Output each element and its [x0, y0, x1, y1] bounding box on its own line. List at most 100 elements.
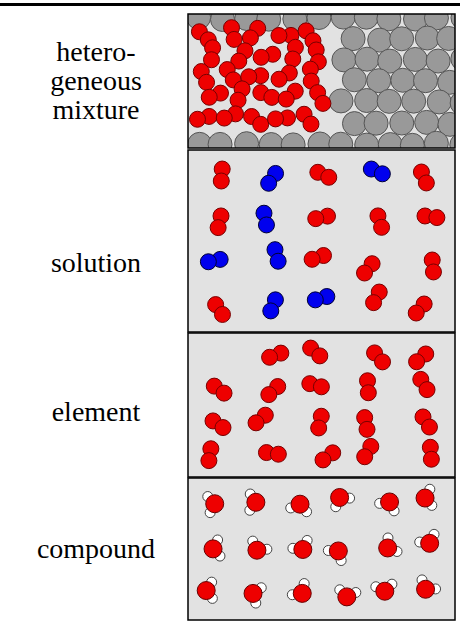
atom — [418, 175, 434, 191]
grey-particle — [355, 47, 379, 71]
grey-particle — [414, 69, 438, 93]
atom — [425, 264, 441, 280]
grey-particle — [424, 131, 448, 148]
grey-particle — [390, 27, 414, 51]
atom — [216, 110, 232, 126]
particle-group — [188, 14, 455, 148]
grey-particle — [208, 132, 232, 148]
grey-particle — [391, 68, 415, 92]
oxygen-atom — [244, 584, 262, 602]
atom — [419, 382, 435, 398]
atom — [360, 385, 376, 401]
atom — [374, 166, 390, 182]
grey-particle — [281, 133, 305, 148]
atom — [278, 91, 294, 107]
atom — [270, 253, 286, 269]
atom — [215, 420, 231, 436]
oxygen-atom — [329, 542, 347, 560]
atom — [408, 305, 424, 321]
atom — [262, 349, 278, 365]
grey-particle — [390, 111, 414, 135]
top-rule — [0, 3, 460, 6]
oxygen-atom — [338, 588, 356, 606]
atom — [189, 111, 205, 127]
atom — [357, 449, 373, 465]
particle-group — [200, 161, 445, 322]
oxygen-atom — [376, 582, 394, 600]
atom — [261, 175, 277, 191]
grey-particle — [329, 89, 353, 113]
atom — [253, 116, 269, 132]
atom — [214, 306, 230, 322]
oxygen-atom — [248, 541, 266, 559]
oxygen-atom — [417, 580, 435, 598]
grey-particle — [437, 26, 455, 50]
atom — [201, 453, 217, 469]
atom — [315, 452, 331, 468]
grey-particle — [364, 111, 388, 135]
atom — [285, 51, 301, 67]
oxygen-atom — [291, 495, 309, 513]
atom — [268, 111, 284, 127]
oxygen-atom — [204, 540, 222, 558]
grey-particle — [403, 47, 427, 71]
panel-ground — [188, 150, 455, 332]
atom — [271, 71, 287, 87]
atom — [263, 303, 279, 319]
atom — [374, 219, 390, 235]
atom — [429, 210, 445, 226]
atom — [201, 89, 217, 105]
grey-particle — [377, 89, 401, 113]
panel-ground — [188, 333, 455, 477]
oxygen-atom — [294, 540, 312, 558]
panel-border — [188, 150, 455, 332]
atom — [366, 295, 382, 311]
grey-particle — [342, 68, 366, 92]
grey-particle — [354, 14, 378, 29]
atom — [313, 379, 329, 395]
row-label: element — [52, 397, 141, 426]
atom — [216, 385, 232, 401]
atom — [375, 354, 391, 370]
atom — [409, 354, 425, 370]
atom — [315, 95, 331, 111]
particle-group — [197, 484, 440, 608]
atom — [303, 116, 319, 132]
grey-particle — [415, 26, 439, 50]
grey-particle — [259, 133, 283, 148]
atom — [261, 387, 277, 403]
atom — [258, 217, 274, 233]
atom — [210, 220, 226, 236]
atom — [421, 419, 437, 435]
grey-particle — [235, 132, 259, 148]
grey-particle — [400, 133, 424, 148]
oxygen-atom — [247, 493, 265, 511]
grey-particle — [341, 27, 365, 51]
atom — [253, 49, 269, 65]
atom — [200, 254, 216, 270]
panel-ground — [188, 14, 455, 148]
atom — [199, 74, 215, 90]
atom — [311, 420, 327, 436]
row-label: hetero- geneous mixture — [50, 37, 142, 124]
oxygen-atom — [293, 584, 311, 602]
atom — [357, 265, 373, 281]
grey-particle — [342, 112, 366, 136]
grey-particle — [450, 133, 455, 148]
oxygen-atom — [197, 582, 215, 600]
grey-particle — [355, 89, 379, 113]
atom — [213, 173, 229, 189]
grey-particle — [329, 132, 353, 148]
panel-border — [188, 478, 455, 620]
atom — [321, 169, 337, 185]
atom — [423, 451, 439, 467]
oxygen-atom — [416, 489, 434, 507]
grey-particle — [402, 89, 426, 113]
atom — [359, 421, 375, 437]
grey-particle — [378, 133, 402, 148]
atom — [271, 28, 287, 44]
atom — [308, 211, 324, 227]
oxygen-atom — [379, 539, 397, 557]
panel-border — [188, 14, 455, 148]
oxygen-atom — [206, 495, 224, 513]
